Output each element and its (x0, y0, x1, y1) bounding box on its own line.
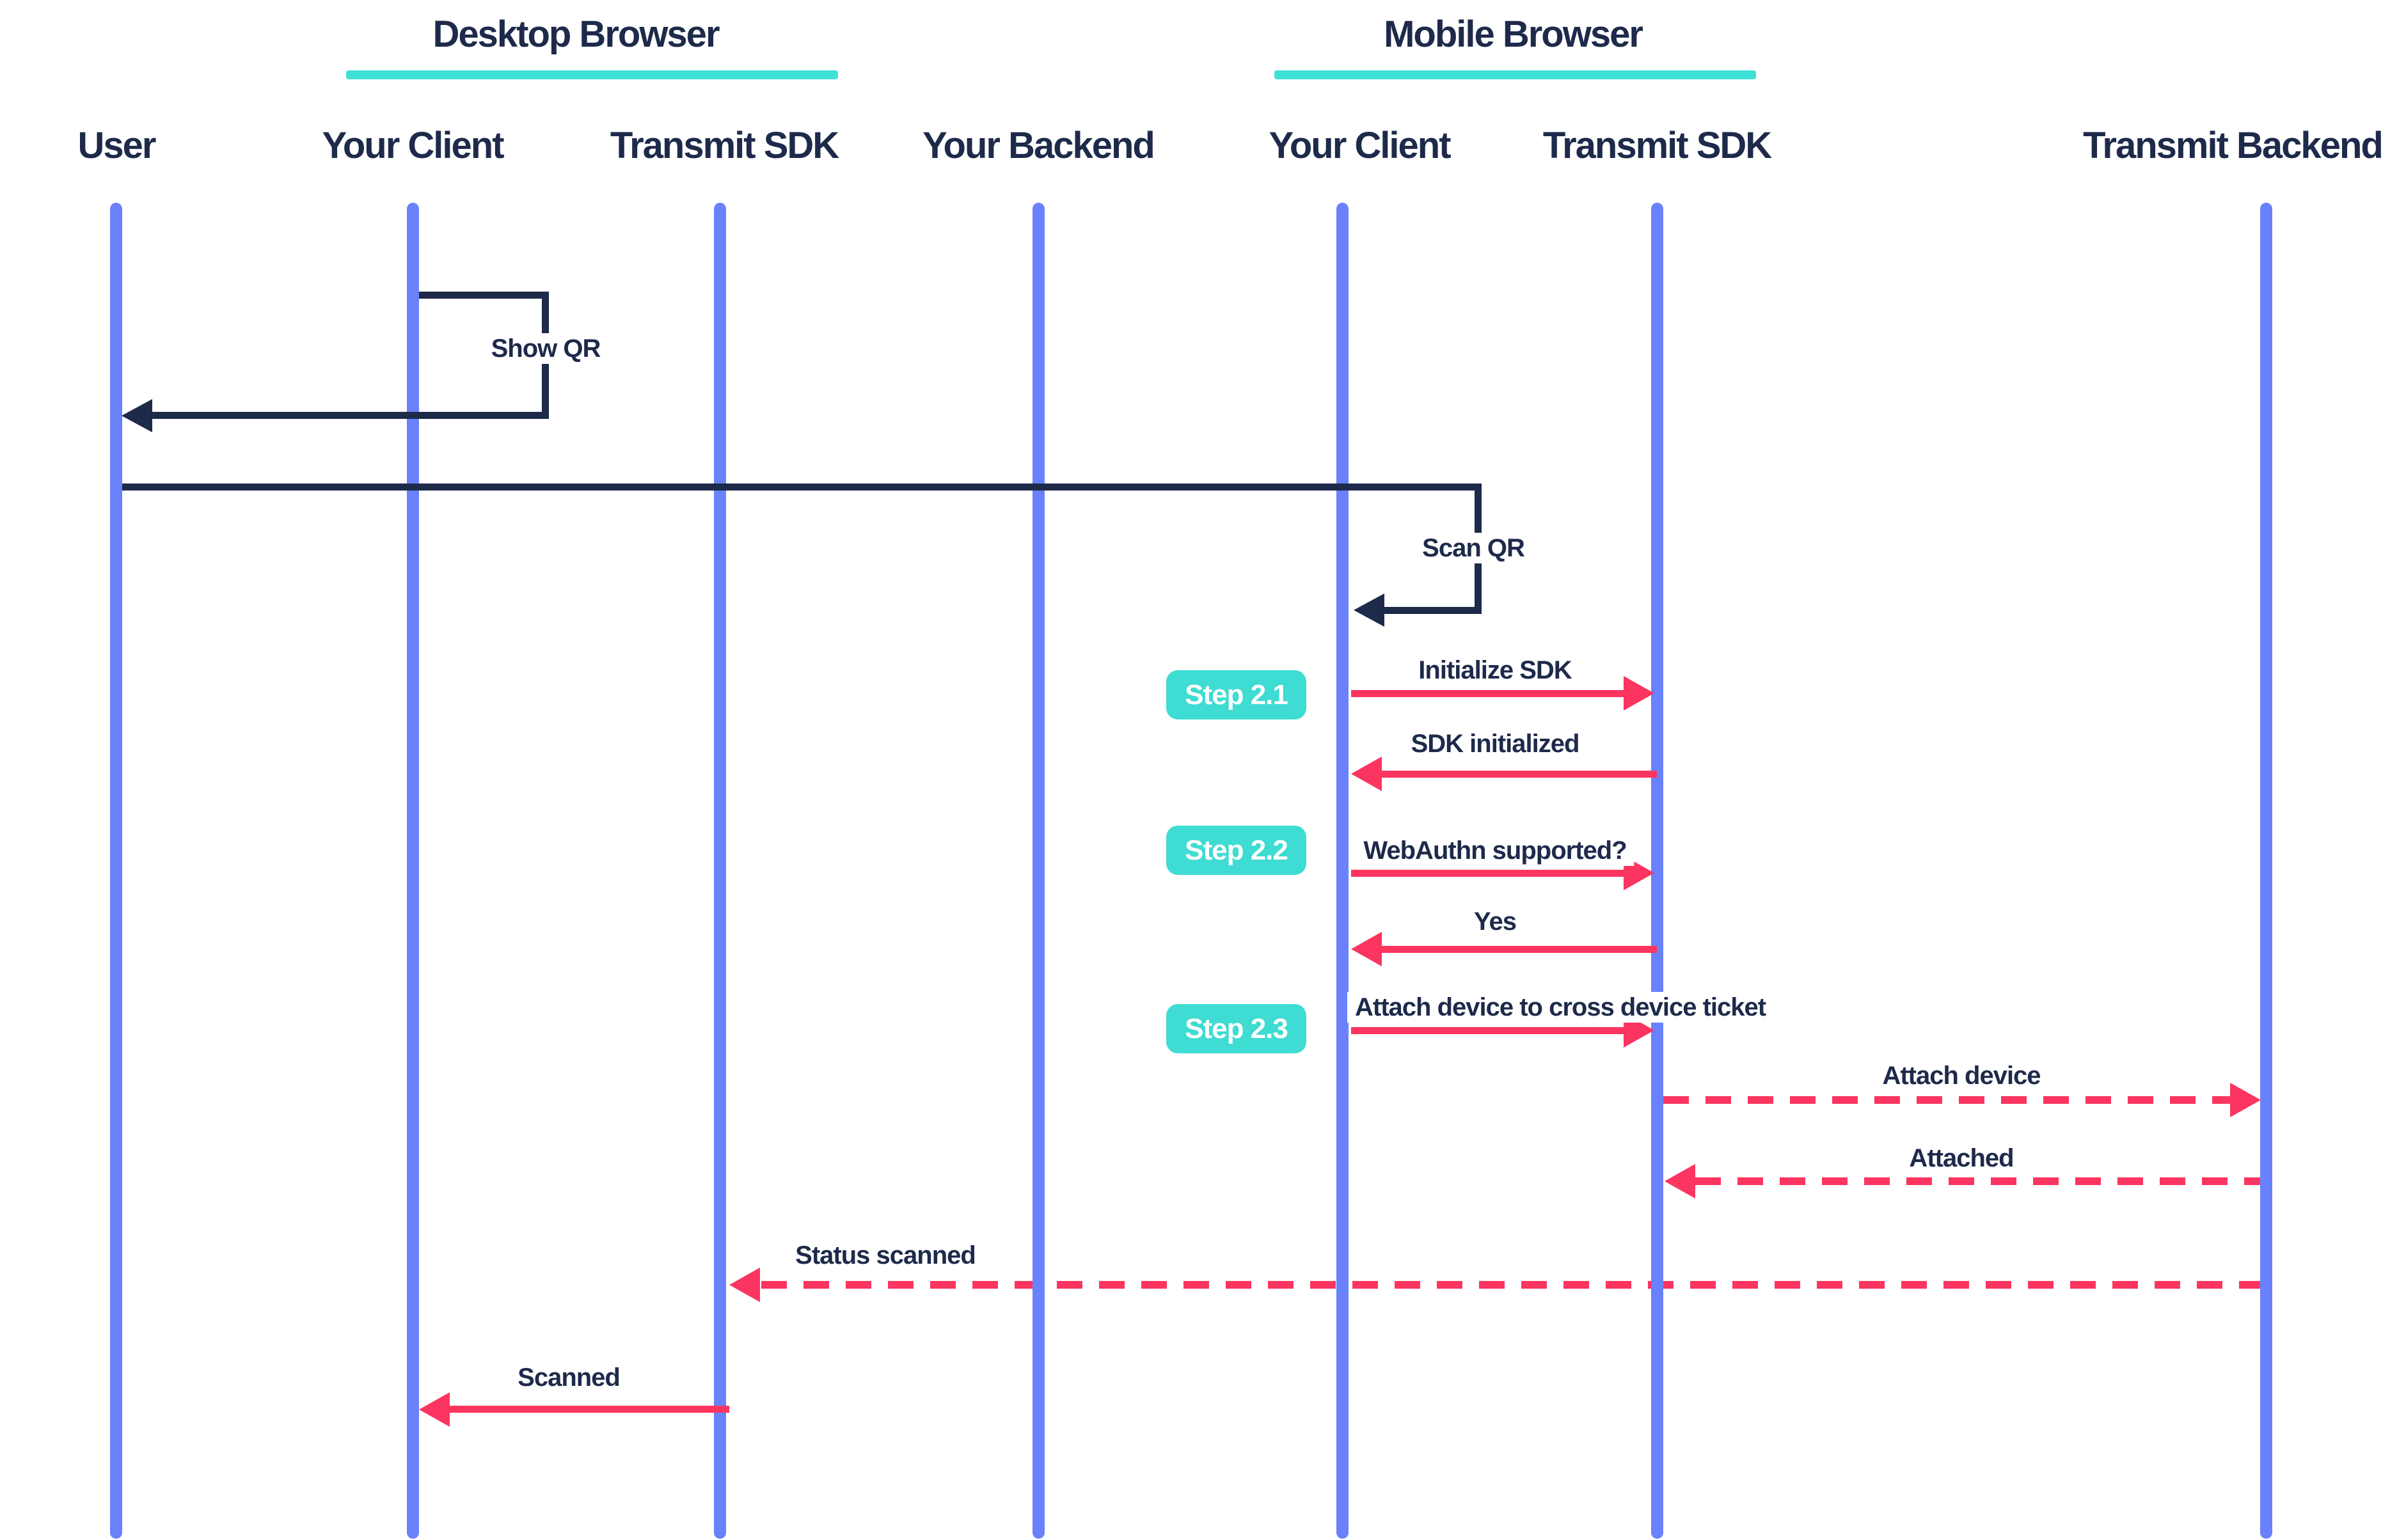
initialize-sdk-arrowhead-icon (1624, 676, 1654, 711)
actor-label-your-client-desktop: Your Client (322, 125, 504, 166)
group-title-desktop-browser: Desktop Browser (432, 13, 720, 55)
scanned-line (448, 1406, 729, 1413)
group-title-mobile-browser: Mobile Browser (1384, 13, 1643, 55)
show-qr-line-top (419, 292, 549, 299)
show-qr-label: Show QR (483, 333, 608, 364)
attach-device-line (1663, 1096, 2231, 1104)
lifeline-transmit-sdk-desktop (714, 203, 726, 1539)
attached-line (1695, 1177, 2266, 1185)
scan-qr-label: Scan QR (1414, 533, 1532, 563)
initialize-sdk-label: Initialize SDK (1411, 655, 1579, 686)
sdk-initialized-arrowhead-icon (1351, 757, 1382, 791)
actor-label-user: User (77, 125, 157, 166)
attach-device-label: Attach device (1874, 1060, 2048, 1091)
attach-device-ticket-label: Attach device to cross device ticket (1347, 992, 1774, 1023)
attach-device-ticket-line (1351, 1027, 1625, 1034)
group-underline-mobile (1274, 70, 1756, 79)
step-badge-2-3: Step 2.3 (1166, 1004, 1306, 1053)
group-underline-desktop (346, 70, 838, 79)
scanned-label: Scanned (510, 1362, 628, 1393)
status-scanned-arrowhead-icon (729, 1268, 760, 1302)
webauthn-supported-line (1351, 870, 1625, 877)
attached-arrowhead-icon (1665, 1164, 1695, 1198)
show-qr-line-bottom (152, 412, 549, 419)
initialize-sdk-line (1351, 690, 1625, 697)
status-scanned-label: Status scanned (787, 1240, 983, 1271)
scan-qr-line-top (122, 483, 1482, 491)
status-scanned-line (761, 1281, 2266, 1289)
attach-device-arrowhead-icon (2230, 1083, 2261, 1117)
lifeline-your-client-desktop (407, 203, 419, 1539)
actor-label-transmit-sdk-desktop: Transmit SDK (610, 125, 839, 166)
actor-label-your-client-mobile: Your Client (1269, 125, 1451, 166)
lifeline-your-client-mobile (1336, 203, 1349, 1539)
sdk-initialized-line (1379, 771, 1657, 778)
scan-qr-line-bottom (1384, 607, 1482, 614)
lifeline-transmit-backend (2260, 203, 2272, 1539)
yes-line (1379, 946, 1657, 953)
step-badge-2-2: Step 2.2 (1166, 826, 1306, 875)
actor-label-your-backend: Your Backend (922, 125, 1155, 166)
lifeline-your-backend (1033, 203, 1045, 1539)
lifeline-user (110, 203, 122, 1539)
scan-qr-arrowhead-icon (1354, 593, 1384, 627)
actor-label-transmit-sdk-mobile: Transmit SDK (1542, 125, 1772, 166)
actor-label-transmit-backend: Transmit Backend (2083, 125, 2384, 166)
show-qr-arrowhead-icon (122, 399, 152, 432)
sdk-initialized-label: SDK initialized (1403, 728, 1587, 759)
yes-arrowhead-icon (1351, 932, 1382, 966)
lifeline-transmit-sdk-mobile (1651, 203, 1663, 1539)
webauthn-supported-label: WebAuthn supported? (1356, 835, 1634, 866)
attached-label: Attached (1901, 1143, 2022, 1174)
scanned-arrowhead-icon (419, 1392, 450, 1427)
step-badge-2-1: Step 2.1 (1166, 670, 1306, 719)
yes-label: Yes (1466, 906, 1524, 937)
